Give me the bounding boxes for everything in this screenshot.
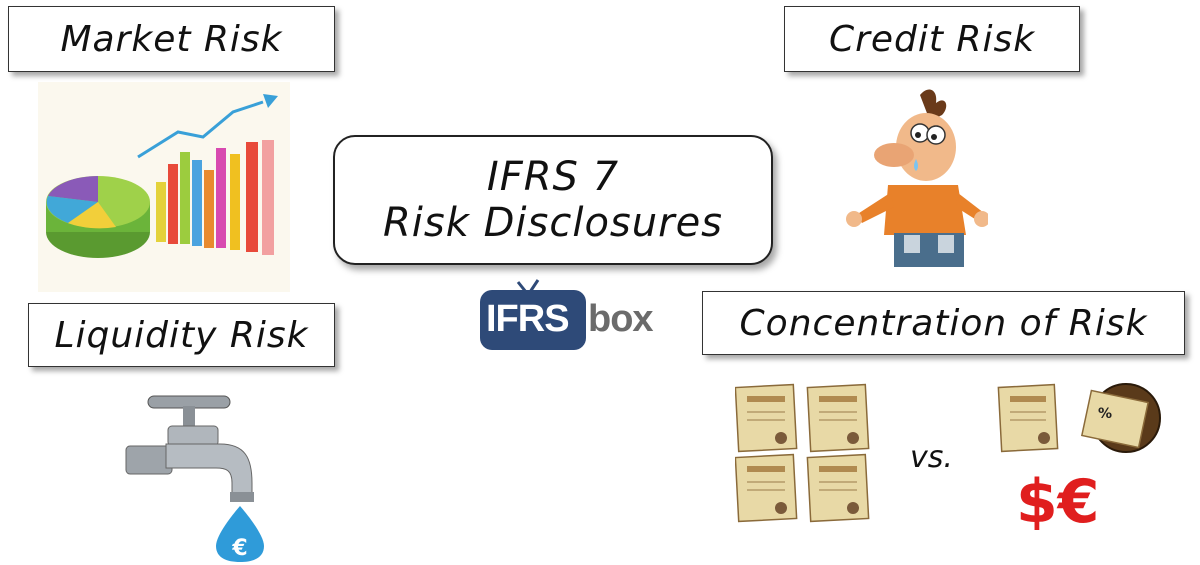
- market-risk-text: Market Risk: [60, 18, 283, 60]
- document-and-coin-icon: % $€: [997, 383, 1161, 530]
- logo-box-text: box: [588, 298, 654, 340]
- liquidity-risk-text: Liquidity Risk: [54, 314, 309, 356]
- documents-icon: [735, 383, 870, 523]
- logo-ifrs-text: IFRS: [486, 298, 570, 340]
- water-tap-icon: €: [125, 395, 264, 562]
- ifrsbox-logo: IFRS box: [478, 268, 654, 358]
- title-line-2: Risk Disclosures: [382, 200, 724, 246]
- market-chart-icon: [38, 82, 290, 292]
- title-line-1: IFRS 7: [486, 154, 620, 200]
- liquidity-risk-label: Liquidity Risk: [28, 303, 335, 367]
- concentration-risk-text: Concentration of Risk: [739, 302, 1148, 344]
- concentration-risk-label: Concentration of Risk: [702, 291, 1185, 355]
- vs-text: vs.: [910, 440, 953, 475]
- tv-antenna-icon: [480, 279, 586, 350]
- title-box: IFRS 7 Risk Disclosures: [333, 135, 773, 265]
- drop-euro-symbol: €: [231, 536, 247, 561]
- svg-text:%: %: [1098, 406, 1112, 422]
- currency-symbols: $€: [1016, 467, 1100, 530]
- worried-man-icon: [846, 89, 988, 267]
- credit-risk-text: Credit Risk: [828, 18, 1036, 60]
- credit-risk-label: Credit Risk: [784, 6, 1080, 72]
- market-risk-label: Market Risk: [8, 6, 335, 72]
